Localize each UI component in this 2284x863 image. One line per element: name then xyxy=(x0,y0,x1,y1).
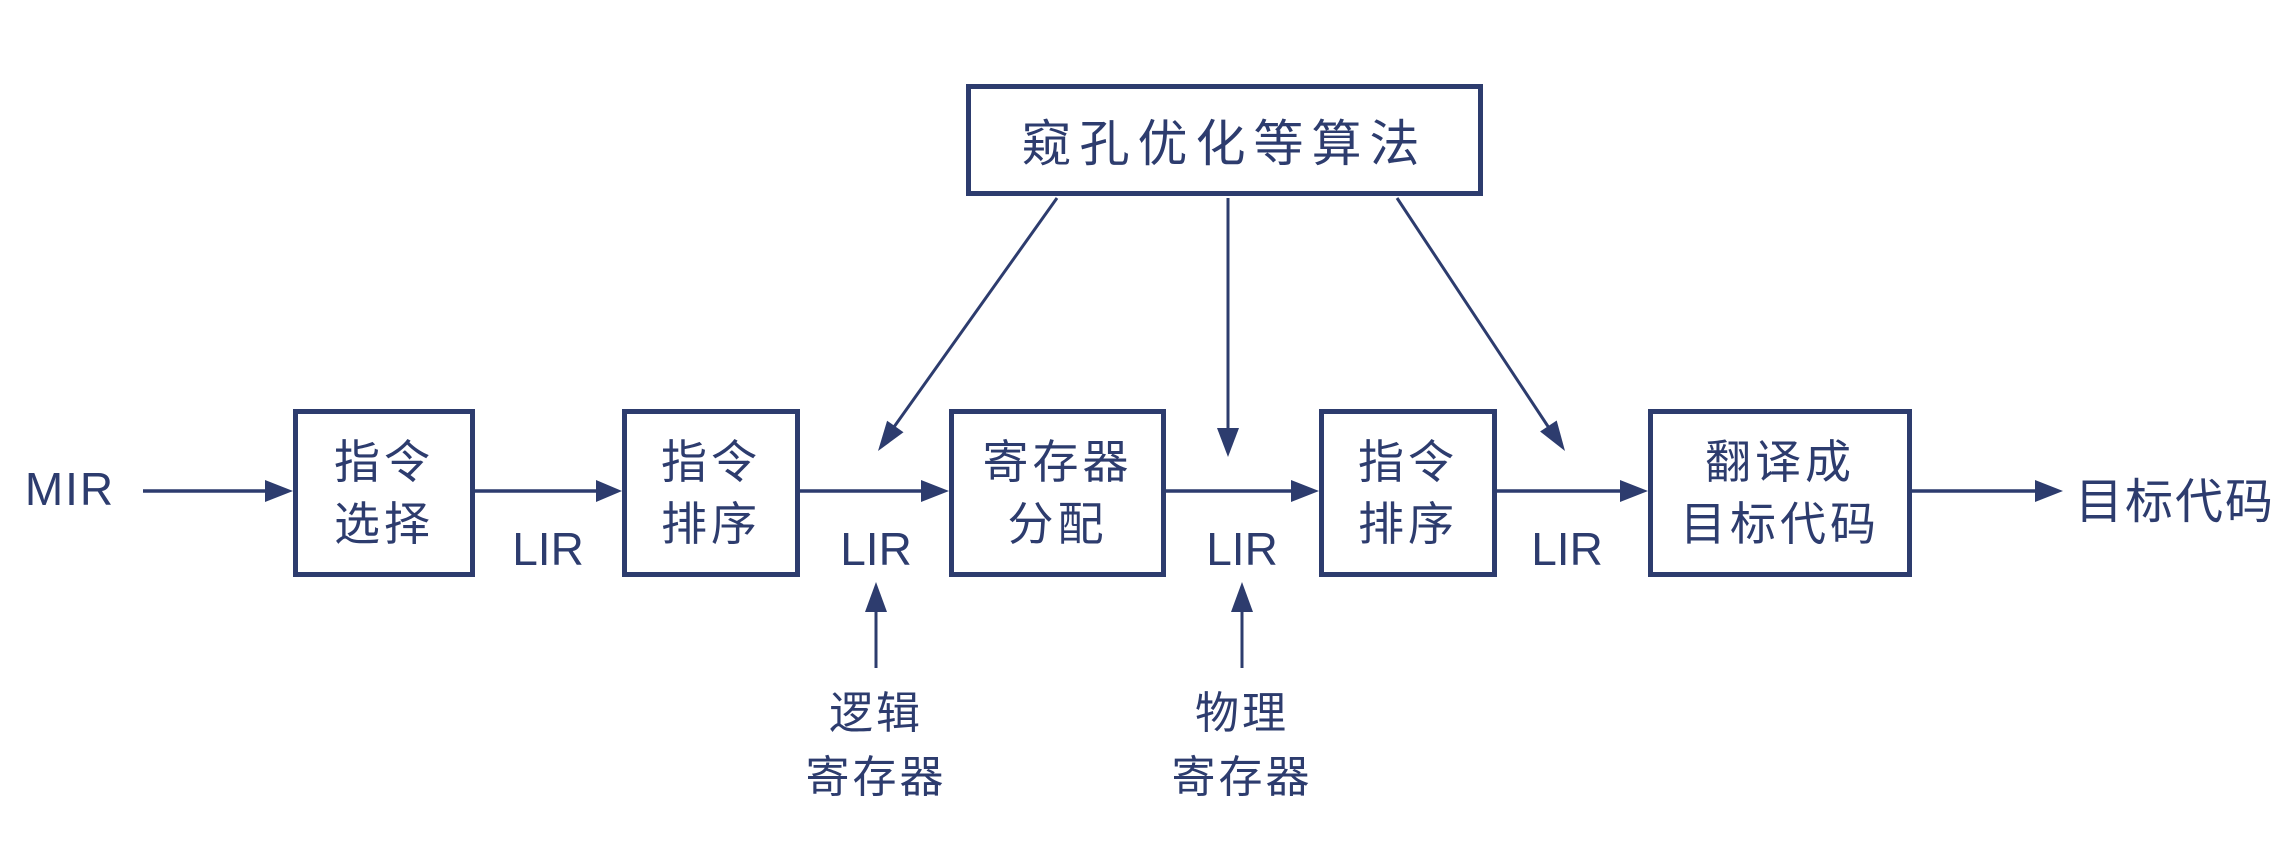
arrow-optimizer-to-lir3 xyxy=(1217,198,1239,457)
stage-box-instruction-scheduling-2: 指令 排序 xyxy=(1319,409,1497,577)
lir-label-4: LIR xyxy=(1531,523,1603,575)
arrow-optimizer-to-lir2 xyxy=(878,197,1059,451)
stage-label-line2: 排序 xyxy=(661,498,761,550)
stage-label-line1: 指令 xyxy=(1358,436,1458,488)
stage-box-translate-target-code: 翻译成 目标代码 xyxy=(1648,409,1912,577)
stage-label-line1: 指令 xyxy=(661,436,761,488)
lir-label-1: LIR xyxy=(512,523,584,575)
arrow-scheduling2-to-translate xyxy=(1497,480,1648,502)
stage-box-register-allocation: 寄存器 分配 xyxy=(949,409,1166,577)
arrow-translate-to-target-code xyxy=(1912,480,2063,502)
stage-label-line2: 目标代码 xyxy=(1680,498,1880,550)
stage-label-line2: 选择 xyxy=(334,498,434,550)
arrow-physical-registers-up xyxy=(1231,582,1253,668)
annotation-line1: 逻辑 xyxy=(829,689,923,738)
annotation-line2: 寄存器 xyxy=(805,753,947,802)
lir-label-2: LIR xyxy=(840,523,912,575)
arrow-optimizer-to-lir4 xyxy=(1395,197,1565,451)
annotation-line1: 物理 xyxy=(1195,689,1289,738)
mir-input-label: MIR xyxy=(24,463,116,515)
arrow-scheduling1-to-register-allocation xyxy=(800,480,949,502)
stage-label-line2: 分配 xyxy=(1007,498,1108,550)
stage-label-line1: 翻译成 xyxy=(1705,436,1855,488)
arrow-logical-registers-up xyxy=(865,582,887,668)
physical-registers-label: 物理 寄存器 xyxy=(1122,682,1362,810)
arrow-selection-to-scheduling1 xyxy=(475,480,622,502)
peephole-optimizer-label: 窥孔优化等算法 xyxy=(1021,116,1428,172)
arrow-register-allocation-to-scheduling2 xyxy=(1166,480,1319,502)
lir-label-3: LIR xyxy=(1206,523,1278,575)
stage-label-line1: 寄存器 xyxy=(982,436,1133,488)
peephole-optimizer-box: 窥孔优化等算法 xyxy=(966,84,1483,196)
stage-box-instruction-selection: 指令 选择 xyxy=(293,409,475,577)
logical-registers-label: 逻辑 寄存器 xyxy=(756,682,996,810)
stage-box-instruction-scheduling-1: 指令 排序 xyxy=(622,409,800,577)
annotation-line2: 寄存器 xyxy=(1171,753,1313,802)
arrow-mir-to-instruction-selection xyxy=(143,480,293,502)
stage-label-line2: 排序 xyxy=(1358,498,1458,550)
stage-label-line1: 指令 xyxy=(334,436,434,488)
target-code-output-label: 目标代码 xyxy=(2074,476,2275,529)
